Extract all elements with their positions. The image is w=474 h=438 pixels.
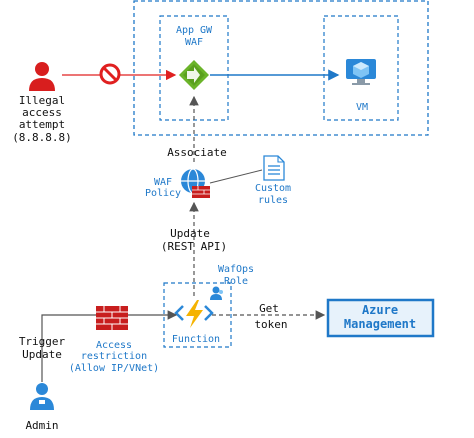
admin-person-icon <box>30 383 54 410</box>
update-label-line2: (REST API) <box>161 240 227 253</box>
access-restriction-line3: (Allow IP/VNet) <box>69 363 159 374</box>
function-label: Function <box>172 334 220 345</box>
custom-rules-document-icon <box>263 155 285 181</box>
custom-rules-label-line2: rules <box>258 195 288 206</box>
access-restriction-line1: Access <box>96 340 132 351</box>
admin-trigger-arrow <box>41 310 178 382</box>
policy-to-rules-line <box>209 169 263 184</box>
vm-icon <box>346 59 376 85</box>
vnet-boundary <box>133 0 429 136</box>
vm-subnet <box>323 15 399 121</box>
azure-management-line1: Azure <box>362 303 398 317</box>
trigger-label-line2: Update <box>22 348 62 361</box>
admin-label: Admin <box>25 419 58 432</box>
associate-label: Associate <box>167 146 227 159</box>
access-restriction-firewall-icon <box>96 306 128 330</box>
update-label-line1: Update <box>170 227 210 240</box>
appgw-title-line1: App GW <box>176 25 213 36</box>
blocked-icon <box>99 63 121 85</box>
attacker-label-line1: Illegal <box>19 94 65 107</box>
waf-policy-label-line2: Policy <box>145 188 181 199</box>
attacker-label-line4: (8.8.8.8) <box>12 131 72 144</box>
waf-policy-label-line1: WAF <box>154 177 172 188</box>
managed-identity-icon <box>210 286 223 300</box>
wafops-role-line1: WafOps <box>218 264 254 275</box>
app-gateway-waf-icon <box>179 60 209 90</box>
get-token-label-line2: token <box>254 318 287 331</box>
azure-management-box <box>326 298 435 338</box>
function-subnet <box>163 282 232 348</box>
waf-policy-icon <box>181 168 210 198</box>
custom-rules-label-line1: Custom <box>255 183 291 194</box>
attacker-person-icon <box>29 62 55 91</box>
access-restriction-line2: restriction <box>81 351 147 362</box>
attacker-label-line2: access <box>22 106 62 119</box>
get-token-label-line1: Get <box>259 302 279 315</box>
vm-label: VM <box>356 102 368 113</box>
azure-management-line2: Management <box>344 317 416 331</box>
appgw-title-line2: WAF <box>185 37 203 48</box>
trigger-label-line1: Trigger <box>19 335 66 348</box>
attacker-label-line3: attempt <box>19 118 65 131</box>
wafops-role-line2: Role <box>224 276 248 287</box>
function-lightning-icon <box>174 300 214 328</box>
